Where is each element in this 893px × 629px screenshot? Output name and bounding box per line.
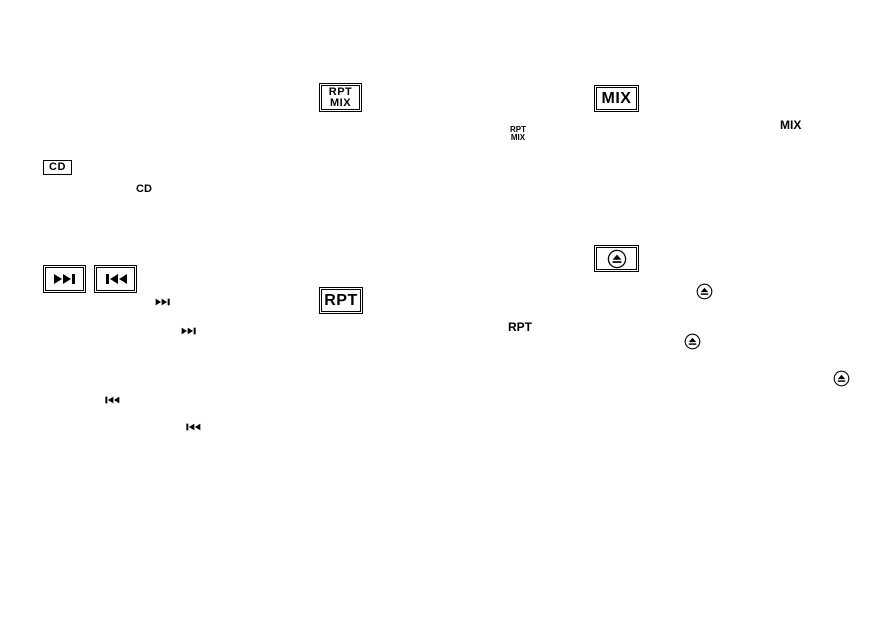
previous-track-icon: [105, 274, 127, 284]
inline-previous-track-icon: [185, 423, 201, 431]
mix-button-label: MIX: [601, 89, 632, 107]
inline-mix-label: MIX: [780, 118, 802, 132]
inline-eject-icon: [696, 283, 713, 300]
rpt-button[interactable]: RPT: [319, 287, 363, 314]
inline-cd-label: CD: [136, 183, 152, 195]
rpt-button-label: RPT: [324, 291, 358, 309]
inline-next-track-icon: [155, 298, 171, 306]
next-track-icon: [53, 274, 75, 284]
cd-button-label: CD: [49, 161, 66, 173]
previous-track-button[interactable]: [94, 265, 137, 293]
rpt-mix-button-line2: MIX: [329, 96, 352, 109]
eject-button[interactable]: [594, 245, 639, 272]
inline-rpt-label: RPT: [508, 320, 532, 334]
mix-button[interactable]: MIX: [594, 85, 639, 112]
inline-eject-icon: [833, 370, 850, 387]
eject-icon: [607, 249, 626, 268]
next-track-button[interactable]: [43, 265, 86, 293]
rpt-mix-button-line1: RPT: [328, 85, 353, 98]
inline-rpt-mix-label: RPT MIX: [510, 125, 526, 142]
inline-previous-track-icon: [104, 396, 120, 404]
rpt-mix-button[interactable]: RPT MIX: [319, 83, 362, 112]
inline-eject-icon: [684, 333, 701, 350]
inline-next-track-icon: [181, 327, 197, 335]
cd-button[interactable]: CD: [43, 160, 72, 175]
